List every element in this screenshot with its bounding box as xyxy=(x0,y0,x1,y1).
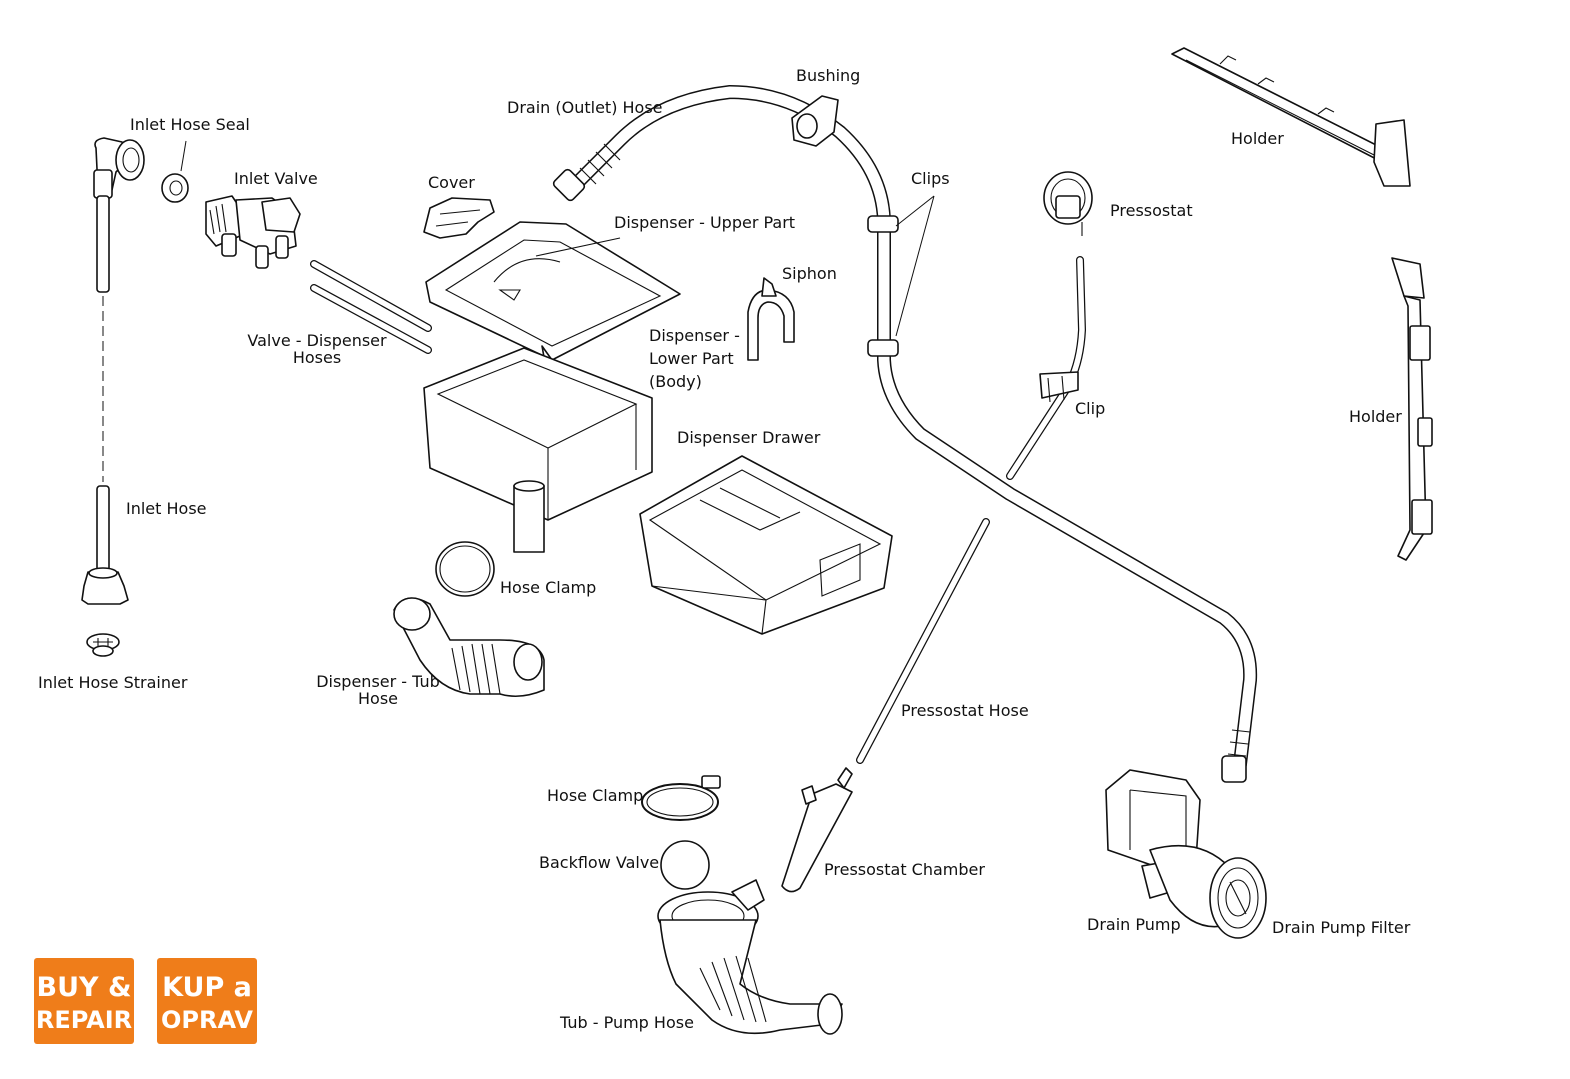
dispenser-tub-hose-part xyxy=(393,597,545,698)
dispenser-lower-part xyxy=(423,347,653,553)
label-dispenser-lower-part-line1: Dispenser - xyxy=(649,326,740,345)
label-drain-pump: Drain Pump xyxy=(1087,915,1181,934)
part-labels: Inlet Hose Seal Inlet Valve Cover Drain … xyxy=(38,66,1411,1032)
inlet-valve-part xyxy=(205,195,301,269)
dispenser-upper-part xyxy=(425,221,681,373)
buy-repair-logo-line2: REPAIR xyxy=(36,1006,132,1034)
label-inlet-hose-seal: Inlet Hose Seal xyxy=(130,115,250,134)
label-dispenser-lower-part-line3: (Body) xyxy=(649,372,702,391)
label-cover: Cover xyxy=(428,173,475,192)
label-dispenser-drawer: Dispenser Drawer xyxy=(677,428,821,447)
label-clip: Clip xyxy=(1075,399,1105,418)
inlet-hose-strainer-part xyxy=(86,633,120,657)
label-pressostat-hose: Pressostat Hose xyxy=(901,701,1029,720)
label-dispenser-tub-hose-line2: Hose xyxy=(358,689,398,708)
label-clips: Clips xyxy=(911,169,950,188)
inlet-hose-assembly xyxy=(81,137,145,605)
holder-top-part xyxy=(1171,47,1411,187)
label-drain-outlet-hose: Drain (Outlet) Hose xyxy=(507,98,663,117)
buy-repair-logo-line1: BUY & xyxy=(36,972,131,1003)
drain-outlet-hose-part xyxy=(552,85,1258,783)
bushing-part xyxy=(791,95,839,147)
label-holder-side: Holder xyxy=(1349,407,1402,426)
label-valve-dispenser-hoses-line2: Hoses xyxy=(293,348,341,367)
label-hose-clamp-upper: Hose Clamp xyxy=(500,578,596,597)
clip-part xyxy=(1039,371,1079,403)
clips-part xyxy=(867,195,935,357)
label-pressostat-chamber: Pressostat Chamber xyxy=(824,860,985,879)
label-valve-dispenser-hoses-line1: Valve - Dispenser xyxy=(247,331,387,350)
label-bushing: Bushing xyxy=(796,66,860,85)
pressostat-chamber-part xyxy=(781,767,853,893)
label-drain-pump-filter: Drain Pump Filter xyxy=(1272,918,1411,937)
hose-clamp-lower-part xyxy=(641,775,721,821)
dispenser-drawer-part xyxy=(639,455,893,635)
pressostat-part xyxy=(1043,171,1093,236)
label-holder-top: Holder xyxy=(1231,129,1284,148)
label-dispenser-upper-part: Dispenser - Upper Part xyxy=(614,213,795,232)
kup-oprav-logo-line2: OPRAV xyxy=(161,1006,253,1034)
label-hose-clamp-lower: Hose Clamp xyxy=(547,786,643,805)
backflow-valve-part xyxy=(660,840,710,890)
tub-pump-hose-part xyxy=(657,879,843,1035)
label-pressostat: Pressostat xyxy=(1110,201,1193,220)
buy-repair-logo: BUY & REPAIR xyxy=(34,958,134,1044)
drain-pump-filter-part xyxy=(1209,857,1267,939)
label-siphon: Siphon xyxy=(782,264,837,283)
label-inlet-valve: Inlet Valve xyxy=(234,169,318,188)
label-backflow-valve: Backflow Valve xyxy=(539,853,659,872)
label-inlet-hose-strainer: Inlet Hose Strainer xyxy=(38,673,188,692)
siphon-part xyxy=(747,277,795,361)
kup-oprav-logo: KUP a OPRAV xyxy=(157,958,257,1044)
kup-oprav-logo-line1: KUP a xyxy=(162,972,252,1003)
hose-clamp-upper-part xyxy=(435,541,495,597)
label-dispenser-tub-hose-line1: Dispenser - Tub xyxy=(316,672,440,691)
cover-part xyxy=(423,197,495,239)
label-dispenser-lower-part-line2: Lower Part xyxy=(649,349,734,368)
holder-side-part xyxy=(1391,257,1433,561)
inlet-hose-seal-part xyxy=(161,140,189,203)
valve-dispenser-hoses-part xyxy=(310,260,432,354)
label-inlet-hose: Inlet Hose xyxy=(126,499,207,518)
label-tub-pump-hose: Tub - Pump Hose xyxy=(559,1013,694,1032)
pressostat-hose-part xyxy=(856,256,1087,764)
